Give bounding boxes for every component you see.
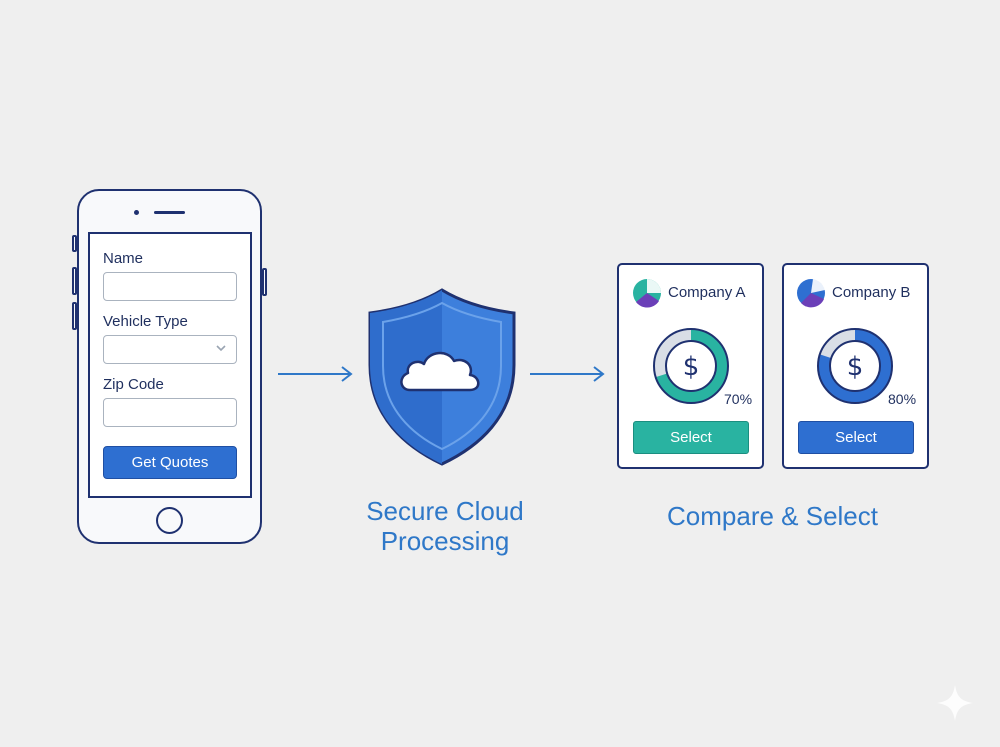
percent-label: 70% bbox=[724, 391, 753, 407]
name-field[interactable] bbox=[103, 272, 237, 301]
percent-label: 80% bbox=[888, 391, 917, 407]
phone-side-button bbox=[72, 302, 77, 330]
dollar-icon: $ bbox=[847, 352, 864, 382]
phone-speaker bbox=[154, 211, 185, 214]
sparkle-icon bbox=[935, 683, 975, 728]
dollar-icon: $ bbox=[683, 352, 700, 382]
company-name: Company A bbox=[668, 284, 746, 301]
donut-chart-b: $ bbox=[816, 327, 894, 410]
arrow-right-icon bbox=[528, 364, 608, 384]
phone-side-button bbox=[72, 267, 77, 295]
compare-label: Compare & Select bbox=[667, 501, 878, 531]
phone-home-button[interactable] bbox=[156, 507, 183, 534]
select-button-company-b[interactable]: Select bbox=[798, 421, 914, 454]
vehicle-type-select[interactable] bbox=[103, 335, 237, 364]
phone-side-button bbox=[72, 235, 77, 252]
company-logo-icon bbox=[632, 278, 662, 313]
processing-label-line1: Secure Cloud bbox=[366, 496, 524, 526]
shield-cloud-icon bbox=[366, 287, 518, 472]
company-name: Company B bbox=[832, 284, 911, 301]
phone-camera bbox=[134, 210, 139, 215]
zip-code-field[interactable] bbox=[103, 398, 237, 427]
zip-code-label: Zip Code bbox=[103, 376, 164, 393]
processing-label: Secure Cloud Processing bbox=[330, 496, 560, 556]
select-button-company-a[interactable]: Select bbox=[633, 421, 749, 454]
vehicle-type-label: Vehicle Type bbox=[103, 313, 188, 330]
name-label: Name bbox=[103, 250, 144, 267]
chevron-down-icon bbox=[216, 345, 226, 352]
donut-chart-a: $ bbox=[652, 327, 730, 410]
company-logo-icon bbox=[796, 278, 826, 313]
get-quotes-button[interactable]: Get Quotes bbox=[103, 446, 237, 479]
arrow-right-icon bbox=[276, 364, 356, 384]
processing-label-line2: Processing bbox=[380, 526, 510, 556]
phone-power-button bbox=[262, 268, 267, 296]
